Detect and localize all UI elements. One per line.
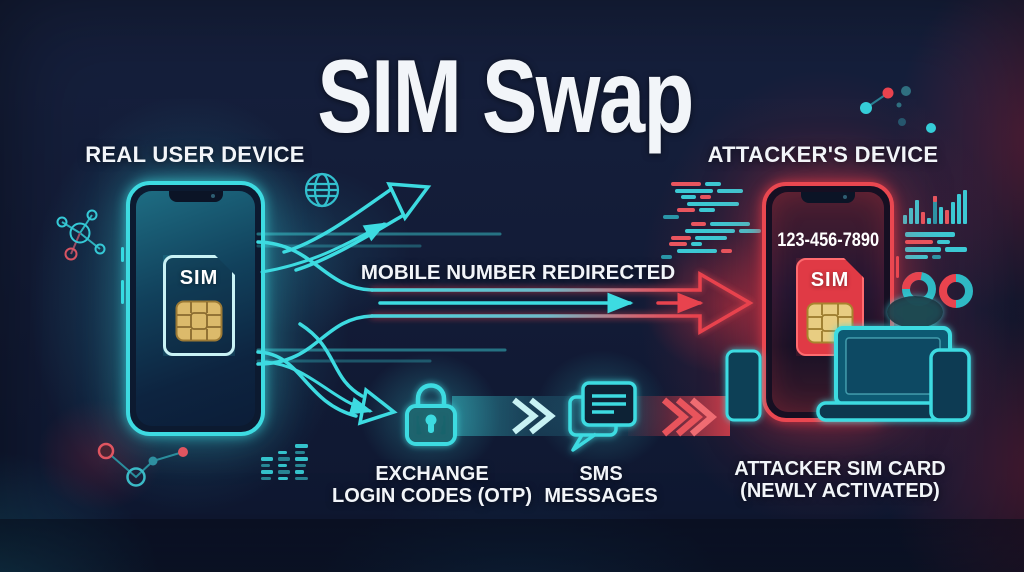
dash-segment — [671, 235, 691, 240]
dash-segment — [932, 254, 941, 259]
bar — [921, 212, 925, 224]
real-user-device-label: REAL USER DEVICE — [85, 142, 305, 167]
dash-segment — [937, 239, 950, 244]
phone-side-button — [896, 256, 899, 278]
dash-segment — [945, 247, 967, 252]
globe-icon — [304, 172, 340, 208]
bar — [963, 190, 967, 224]
phone-notch — [801, 192, 855, 203]
equalizer-dash — [295, 470, 304, 474]
user-sim-card-icon: SIM — [163, 255, 235, 356]
equalizer-dash — [278, 476, 288, 480]
bar — [951, 202, 955, 224]
attacker-phone: 123-456-7890 SIM — [762, 182, 899, 422]
equalizer-dash — [278, 457, 290, 461]
tablet-device-icon — [929, 348, 971, 422]
dash-segment — [691, 221, 706, 226]
code-lines-decor — [661, 229, 761, 262]
equalizer-decor — [261, 444, 308, 480]
dash-segment — [700, 195, 711, 200]
equalizer-dash — [261, 476, 271, 480]
equalizer-dash — [278, 470, 290, 474]
code-lines-decor — [661, 182, 750, 228]
mobile-number-redirected-label: MOBILE NUMBER REDIRECTED — [360, 261, 676, 284]
phone-device-icon — [725, 349, 762, 422]
real-user-phone: SIM — [121, 181, 265, 436]
equalizer-dash — [278, 463, 287, 467]
bar — [939, 207, 943, 224]
attacker-sim-caption: ATTACKER SIM CARD (NEWLY ACTIVATED) — [734, 458, 946, 502]
equalizer-dash — [295, 476, 308, 480]
dots-decor — [860, 86, 936, 133]
sim-label: SIM — [179, 267, 219, 289]
page-title: SIM Swap — [317, 39, 694, 155]
bar — [957, 194, 961, 224]
phone-side-button — [121, 247, 124, 262]
dash-segment — [710, 221, 750, 226]
dash-segment — [691, 242, 702, 247]
dash-segment — [717, 188, 743, 193]
attacker-device-label: ATTACKER'S DEVICE — [707, 142, 939, 167]
dash-segment — [905, 232, 955, 237]
dash-segment — [685, 229, 735, 233]
redirected-phone-number: 123-456-7890 — [777, 230, 879, 251]
shadow-blob — [887, 296, 943, 328]
bar — [933, 196, 937, 224]
network-nodes-icon — [97, 442, 188, 487]
attacker-sim-card-icon: SIM — [796, 258, 864, 356]
equalizer-dash — [295, 457, 308, 461]
equalizer-dash — [295, 463, 306, 467]
dash-segment — [905, 254, 928, 259]
otp-caption: EXCHANGE LOGIN CODES (OTP) — [332, 463, 532, 507]
teal-chevron-band — [452, 396, 648, 436]
dash-segment — [905, 247, 941, 252]
equalizer-dash — [295, 450, 305, 454]
dash-segment — [663, 214, 679, 219]
sms-chat-icon — [568, 381, 637, 452]
dash-segment — [905, 239, 933, 244]
dash-segment — [687, 201, 739, 206]
phone-side-button — [121, 280, 124, 304]
bottom-shade — [0, 519, 1024, 572]
bar — [915, 200, 919, 224]
text-dashes-decor — [905, 232, 967, 262]
phone-notch — [168, 191, 223, 202]
sim-label: SIM — [810, 269, 850, 291]
donut-charts-decor — [902, 272, 973, 308]
equalizer-dash — [278, 450, 287, 454]
dash-segment — [677, 208, 695, 213]
bar — [903, 215, 907, 224]
dash-segment — [695, 235, 727, 240]
sms-caption: SMS MESSAGES — [544, 463, 658, 507]
sim-chip-icon — [175, 300, 223, 342]
lock-icon — [405, 383, 457, 446]
dash-segment — [739, 229, 761, 233]
dash-segment — [675, 188, 713, 193]
dash-segment — [669, 242, 687, 247]
bar — [927, 218, 931, 224]
bar — [945, 210, 949, 224]
dash-segment — [705, 182, 721, 186]
equalizer-dash — [295, 444, 308, 448]
bar — [909, 208, 913, 224]
equalizer-dash — [261, 457, 273, 461]
dash-segment — [671, 182, 701, 186]
dash-segment — [677, 248, 717, 253]
bar-chart-decor — [903, 184, 967, 224]
sim-chip-icon — [806, 302, 854, 344]
dash-segment — [661, 255, 672, 260]
equalizer-dash — [261, 470, 273, 474]
dash-segment — [721, 248, 732, 253]
molecule-icon — [56, 209, 106, 261]
dash-segment — [699, 208, 715, 213]
dash-segment — [681, 195, 696, 200]
equalizer-dash — [261, 463, 270, 467]
red-chevron-band — [628, 396, 730, 437]
